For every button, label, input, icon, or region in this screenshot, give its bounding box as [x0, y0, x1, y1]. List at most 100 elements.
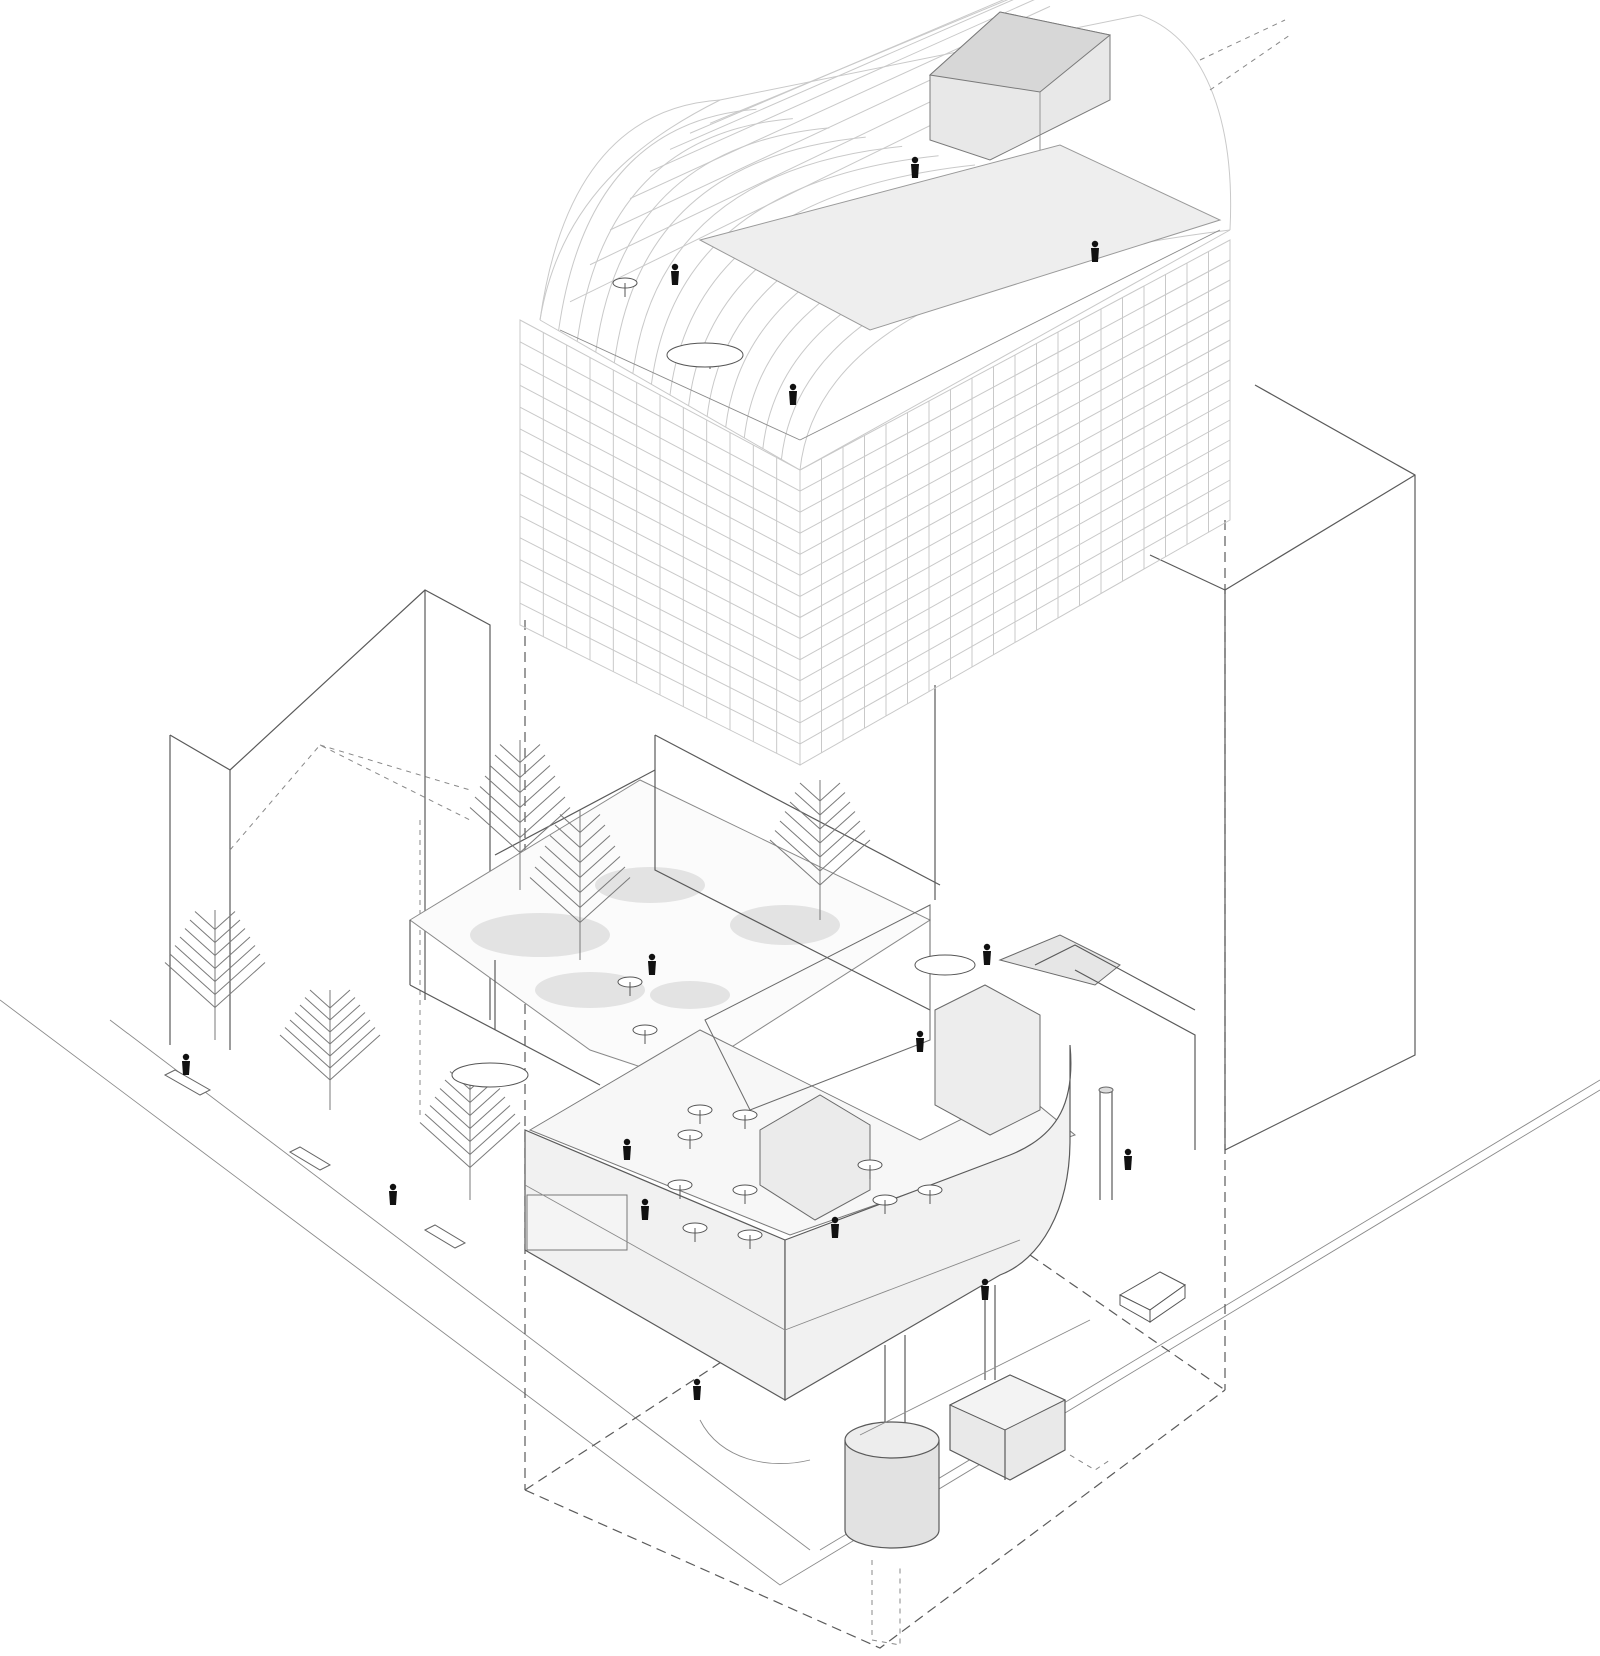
tree-branch — [329, 1019, 371, 1057]
facade-floor-line — [519, 472, 801, 618]
person-head — [831, 1216, 839, 1224]
tree-branch — [579, 835, 611, 863]
vault-purlin — [689, 0, 1005, 134]
tree-branch — [179, 936, 216, 969]
tree-branch — [424, 1113, 471, 1155]
tree-branch — [294, 1012, 331, 1045]
tree-branch — [214, 911, 236, 930]
tree-branch — [214, 945, 256, 982]
facade-floor-line — [799, 279, 1231, 513]
tree-branch — [469, 1105, 511, 1142]
tree-branch — [169, 953, 216, 995]
person-head — [983, 943, 991, 951]
person-body — [983, 951, 991, 965]
tree-branch — [519, 786, 561, 823]
person-figure — [916, 1030, 924, 1052]
vault-rib — [632, 145, 903, 374]
vault-rib — [650, 155, 939, 385]
tree — [419, 1070, 521, 1200]
long-table — [451, 1062, 529, 1088]
tree-branch — [774, 830, 821, 872]
person-body — [623, 1146, 631, 1160]
person-figure — [389, 1183, 397, 1205]
person-body — [1124, 1156, 1132, 1170]
street-trees — [164, 740, 871, 1200]
tree-branch — [174, 945, 216, 982]
tree-branch — [819, 801, 851, 830]
facade-floor-line — [519, 341, 801, 492]
tree-branch — [329, 1004, 361, 1033]
tree-branch — [194, 911, 216, 930]
tree-branch — [529, 877, 581, 923]
tree-branch — [469, 1096, 506, 1129]
facade-floor-line — [519, 384, 801, 534]
tower-facade-grid — [519, 239, 1231, 766]
tree-branch — [214, 953, 261, 995]
tree-branch — [469, 1122, 521, 1168]
facade-floor-line — [519, 559, 801, 703]
tree-branch — [329, 997, 356, 1021]
vault-rib — [595, 127, 830, 353]
street-edge — [699, 1319, 1091, 1465]
tree-branch — [519, 744, 541, 763]
person-figure — [983, 943, 991, 965]
tree-branch — [549, 835, 581, 863]
tree — [769, 780, 871, 920]
tree-branch — [519, 796, 566, 838]
roof-terrace — [559, 144, 1222, 441]
tree-branch — [579, 814, 601, 833]
tree-branch — [539, 856, 581, 893]
facade-floor-line — [519, 363, 801, 513]
tree-branch — [214, 928, 246, 956]
facade-floor-line — [799, 419, 1231, 661]
person-head — [789, 383, 797, 391]
tree-branch — [554, 824, 581, 848]
tree-branch — [544, 845, 581, 878]
person-head — [648, 953, 656, 961]
facade-floor-line — [799, 319, 1231, 555]
benches — [163, 1069, 467, 1249]
tree-branch — [444, 1079, 471, 1103]
tree-branch — [214, 962, 266, 1008]
person-head — [693, 1378, 701, 1386]
tree-branch — [494, 754, 521, 778]
tree-branch — [784, 811, 821, 844]
facade-floor-line — [799, 359, 1231, 597]
person-figure — [641, 1198, 649, 1220]
tree-branch — [534, 866, 581, 908]
tree-branch — [469, 1088, 501, 1116]
tree-branch — [184, 928, 216, 956]
tree-branch — [214, 919, 241, 943]
vault-purlin — [709, 0, 1009, 124]
tree — [469, 740, 571, 890]
person-body — [911, 164, 919, 178]
tree-branch — [284, 1027, 331, 1069]
tree-branch — [779, 820, 821, 858]
facade-floor-line — [799, 439, 1231, 682]
tree-branch — [519, 807, 571, 853]
left-neighbor-building — [169, 589, 491, 1120]
tree-branch — [769, 839, 821, 886]
tree-branch — [479, 786, 521, 823]
facade-floor-line — [519, 406, 801, 555]
tree — [529, 810, 631, 960]
tree-branch — [579, 845, 616, 878]
facade-floor-line — [799, 479, 1231, 724]
tree-branch — [289, 1019, 331, 1057]
person-figure — [831, 1216, 839, 1238]
facade-floor-line — [519, 450, 801, 597]
tree-branch — [329, 989, 351, 1009]
ground-floor-cafe — [524, 904, 1196, 1402]
facade-floor-line — [519, 580, 801, 724]
facade-floor-line — [519, 537, 801, 682]
street-car — [1118, 1271, 1186, 1323]
cafe-tables — [451, 277, 976, 1249]
tree-branch — [579, 866, 626, 908]
person-figure — [981, 1278, 989, 1300]
tree — [164, 910, 266, 1040]
tree-branch — [579, 824, 606, 848]
tree-branch — [799, 782, 821, 802]
vault-purlin — [569, 95, 991, 303]
facade-floor-line — [519, 493, 801, 640]
